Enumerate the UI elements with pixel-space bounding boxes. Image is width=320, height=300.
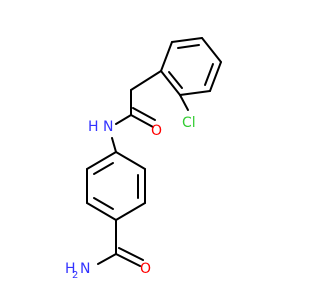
bond: [115, 151, 146, 170]
structure-canvas: Cl O H N O H 2 N: [65, 37, 222, 281]
bond: [86, 151, 117, 170]
benzamide-ring: [86, 151, 146, 221]
bond: [160, 41, 173, 72]
bond-c-o2-double: [118, 247, 144, 261]
molecule-diagram: Cl O H N O H 2 N: [65, 37, 222, 281]
bond: [171, 37, 203, 43]
chlorine-label: Cl: [182, 115, 196, 131]
atom-o-amide: O: [151, 123, 162, 139]
subscript-label: 2: [72, 270, 78, 281]
oxygen-label: O: [151, 123, 162, 139]
double-bond-inner: [93, 197, 114, 210]
hydrogen-label: H: [88, 119, 99, 135]
double-bond-inner: [204, 63, 214, 86]
atom-o-carboxamide: O: [140, 261, 151, 277]
double-bond-inner: [168, 71, 183, 89]
bond: [179, 90, 211, 96]
bond-c-o-double: [132, 107, 156, 121]
bond-c-cl: [179, 94, 189, 111]
oxygen-label: O: [140, 261, 151, 277]
bond: [201, 37, 222, 63]
double-bond-inner: [177, 44, 200, 49]
bond-c-n: [115, 114, 132, 125]
nitrogen-label: N: [103, 119, 113, 135]
atom-nh2: H 2 N: [65, 261, 90, 281]
bond: [86, 202, 117, 221]
bond: [115, 202, 146, 221]
atom-nh: H N: [88, 119, 113, 135]
hydrogen-label: H: [65, 261, 76, 277]
bond: [209, 61, 222, 92]
bond-ch2: [130, 70, 162, 91]
bond-c-o: [130, 114, 154, 128]
bond: [160, 70, 181, 96]
bond-c-o2: [115, 253, 141, 267]
chlorophenyl-ring: [160, 37, 222, 96]
nitrogen-label: N: [80, 261, 90, 277]
bond-c-nh2: [97, 253, 117, 265]
double-bond-inner: [93, 162, 114, 175]
bond-n-ring: [111, 137, 117, 153]
atom-cl: Cl: [182, 115, 196, 131]
